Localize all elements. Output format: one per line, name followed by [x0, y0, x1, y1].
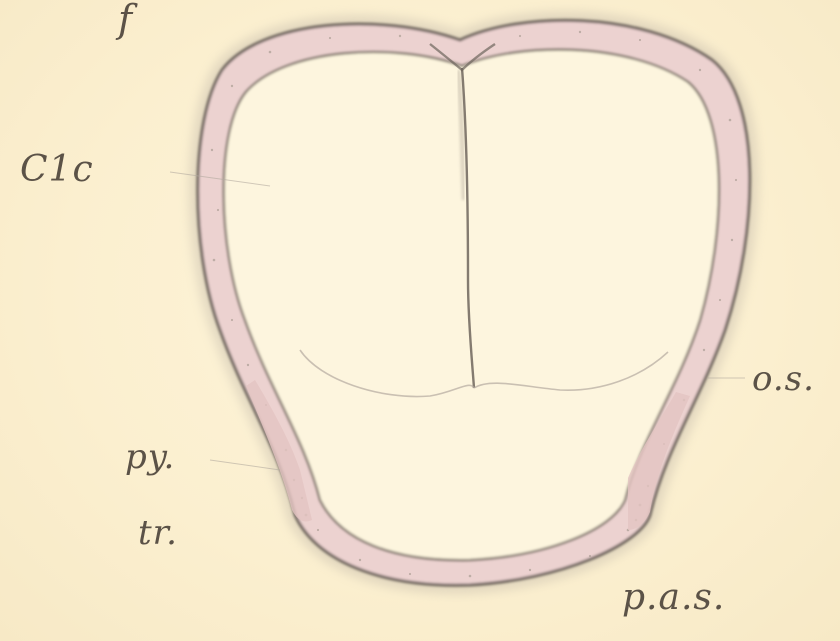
label-pas: p.a.s. [622, 580, 725, 616]
label-py: py. [125, 440, 175, 474]
label-tr: tr. [138, 516, 178, 550]
label-c1c: C1c [20, 152, 94, 188]
label-f: f [118, 0, 133, 38]
label-os: o.s. [752, 362, 815, 396]
